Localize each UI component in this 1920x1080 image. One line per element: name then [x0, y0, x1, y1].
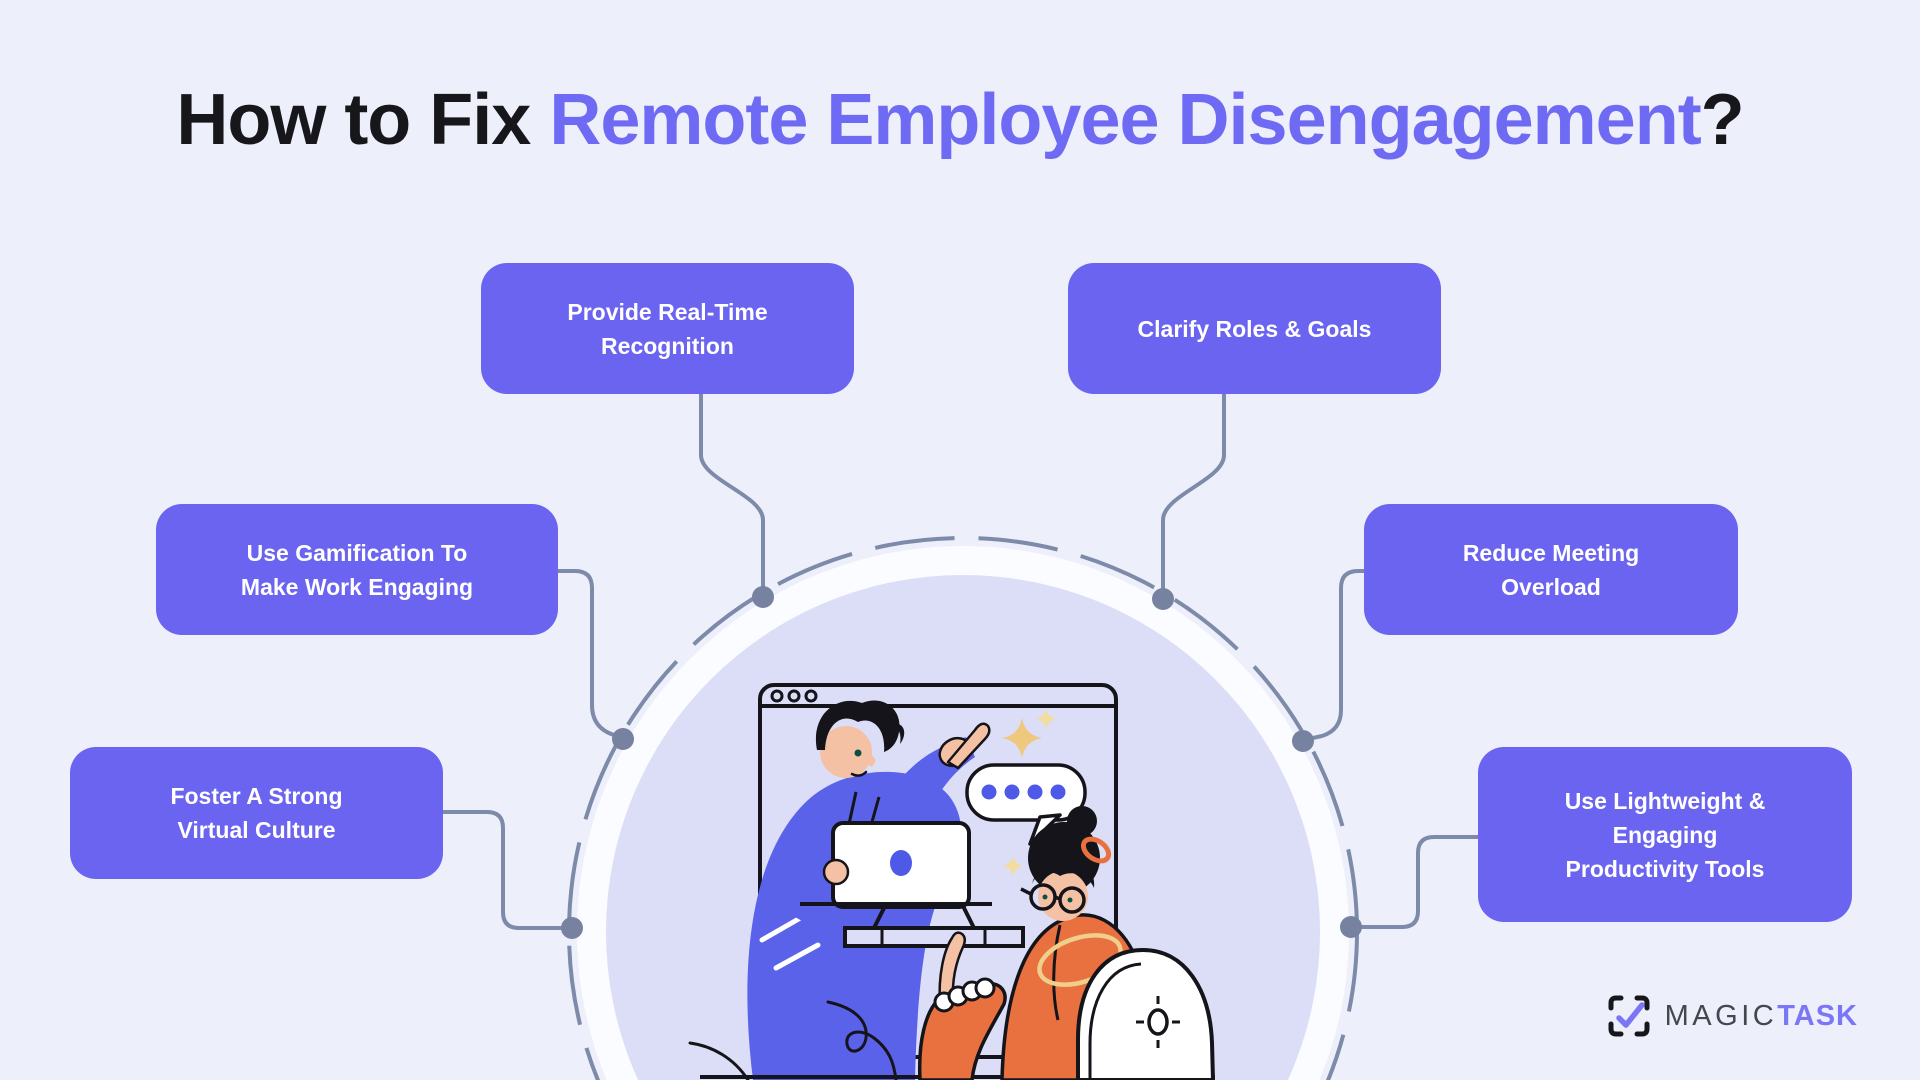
chair-back	[1076, 947, 1216, 1080]
remote-work-illustration	[688, 683, 1216, 1080]
typing-dots	[981, 784, 1066, 800]
connector-provide	[699, 392, 765, 599]
brand-logo: MAGICTASK	[1607, 994, 1858, 1038]
solution-box-reduce-meetings: Reduce Meeting Overload	[1364, 504, 1738, 635]
man-hair-curl	[894, 723, 905, 744]
glasses-icon	[1020, 883, 1086, 914]
connector-foster	[441, 810, 573, 930]
connector-dot	[752, 586, 774, 608]
connector-dot	[1152, 588, 1174, 610]
bracelet-bead	[974, 977, 996, 999]
monitor-leg	[872, 903, 888, 929]
sparkle-icon	[1002, 718, 1042, 758]
checkbox-corners	[1608, 995, 1650, 1037]
monitor-base	[843, 926, 1025, 948]
man-holding-hand	[822, 858, 850, 886]
typing-dot	[1004, 784, 1020, 800]
solution-box-virtual-culture: Foster A Strong Virtual Culture	[70, 747, 443, 879]
woman-pointing-hand	[938, 931, 966, 1007]
browser-dot-icon	[804, 689, 818, 703]
browser-dot-icon	[787, 689, 801, 703]
man-eye	[854, 749, 862, 757]
chair-adjust-icon	[1136, 996, 1180, 1048]
lasso-decoration	[1037, 933, 1123, 987]
sparkle-icons	[1002, 709, 1056, 876]
checkbox-logo-icon	[1608, 995, 1650, 1037]
connector-dot	[1340, 916, 1362, 938]
typing-dot	[1050, 784, 1066, 800]
brand-logo-text: MAGICTASK	[1664, 999, 1858, 1032]
bead-bracelet	[933, 977, 996, 1013]
checkmark-icon	[1615, 1002, 1645, 1028]
title-suffix: ?	[1700, 80, 1745, 160]
woman-hair	[1028, 822, 1100, 894]
woman-hair-fringe	[1032, 861, 1095, 888]
solution-box-provide-recognition: Provide Real-Time Recognition	[481, 263, 854, 394]
sparkle-icon	[1003, 856, 1023, 876]
typing-dot	[1027, 784, 1043, 800]
laptop-camera-dot	[890, 850, 912, 876]
man-nose	[867, 754, 876, 767]
laptop	[786, 821, 1025, 948]
sparkle-icon	[1036, 709, 1056, 729]
browser-dot-icon	[770, 689, 784, 703]
solution-box-clarify-roles: Clarify Roles & Goals	[1068, 263, 1441, 394]
man-forearm	[786, 872, 842, 922]
man-mouth	[850, 770, 868, 777]
speech-bubble-body	[965, 763, 1087, 822]
logo-task-text: TASK	[1777, 999, 1858, 1032]
chair-knob	[1147, 1008, 1169, 1036]
connector-dot	[612, 728, 634, 750]
connector-dot	[1292, 730, 1314, 752]
connector-clarify	[1161, 392, 1226, 601]
pointing-finger	[946, 722, 991, 770]
squiggle-line	[688, 1041, 750, 1080]
woman-hair-bun	[1067, 806, 1097, 836]
hair-strand-line	[1052, 924, 1062, 1021]
man-hair	[815, 700, 900, 752]
title-prefix: How to Fix	[176, 80, 550, 160]
hair-scrunchie	[1080, 836, 1112, 864]
squiggle-line	[826, 1000, 898, 1080]
connector-lines	[441, 392, 1480, 930]
sweater-stripe	[773, 942, 821, 971]
man-face	[820, 726, 872, 778]
woman-eye	[1042, 894, 1048, 900]
solution-box-productivity-tools: Use Lightweight & Engaging Productivity …	[1478, 747, 1852, 922]
connector-lightweight	[1350, 835, 1480, 929]
glasses-bridge	[1054, 895, 1061, 901]
glasses-lens	[1058, 886, 1086, 914]
title-highlight: Remote Employee Disengagement	[549, 80, 1701, 160]
typing-dot	[981, 784, 997, 800]
squiggle-decoration	[688, 1000, 898, 1080]
solution-box-gamification: Use Gamification To Make Work Engaging	[156, 504, 558, 635]
monitor-leg	[960, 903, 976, 929]
glasses-temple	[1020, 887, 1032, 896]
page-title: How to Fix Remote Employee Disengagement…	[0, 84, 1920, 156]
logo-magic-text: MAGIC	[1664, 999, 1778, 1032]
connector-reduce	[1302, 569, 1366, 742]
connector-dots	[561, 586, 1362, 939]
sweater-stripe	[759, 914, 805, 943]
chair-illustration	[1076, 947, 1216, 1080]
connector-gamification	[556, 569, 625, 740]
chair-inner-line	[1088, 962, 1142, 1080]
connector-dot	[561, 917, 583, 939]
woman-eye	[1067, 897, 1073, 903]
sweater-seam-line	[847, 791, 858, 825]
